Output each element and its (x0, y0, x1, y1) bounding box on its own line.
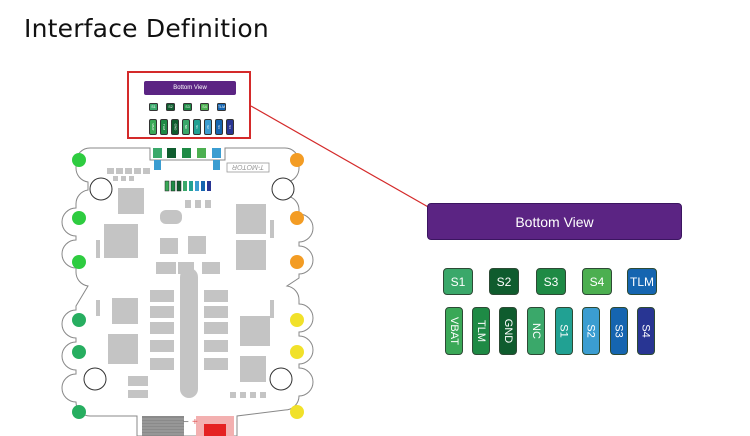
signal-pad (213, 160, 220, 170)
mini-pad-s3: S3 (183, 103, 192, 111)
solder-pad-right (290, 345, 304, 359)
signal-pad-s1 (153, 148, 162, 158)
pad-tlm: TLM (627, 268, 657, 295)
solder-pad-right (290, 405, 304, 419)
pin-s2: S2 (582, 307, 600, 355)
brand-logo (226, 162, 270, 173)
pad-s1: S1 (443, 268, 473, 295)
mini-bottom-view-banner: Bottom View (144, 81, 236, 95)
solder-pad-right (290, 313, 304, 327)
solder-pad-left (72, 345, 86, 359)
mini-pin-s1: S1 (193, 119, 201, 135)
solder-pad-right (290, 255, 304, 269)
pin-gnd: GND (499, 307, 517, 355)
mini-pin-tlm: TLM (160, 119, 168, 135)
mini-pad-row: S1 S2 S3 S4 TLM (149, 103, 234, 111)
signal-pad-tlm (212, 148, 221, 158)
pin-header (164, 180, 211, 192)
signal-pad-s2 (167, 148, 176, 158)
solder-pad-right (290, 211, 304, 225)
solder-pad-left (72, 211, 86, 225)
pin-s1: S1 (555, 307, 573, 355)
mount-hole (271, 177, 295, 201)
callout-line (250, 105, 431, 209)
mount-hole (269, 367, 293, 391)
pcb-components (96, 168, 274, 398)
solder-pad-left (72, 405, 86, 419)
mini-pin-nc: NC (182, 119, 190, 135)
solder-pad-left (72, 255, 86, 269)
positive-pad (204, 424, 226, 436)
solder-pad-right (290, 153, 304, 167)
mini-pad-tlm: TLM (217, 103, 226, 111)
signal-pad (154, 160, 161, 170)
pad-s4: S4 (582, 268, 612, 295)
power-pads: − + (142, 416, 234, 436)
pad-s3: S3 (536, 268, 566, 295)
solder-pad-left (72, 153, 86, 167)
mini-pin-s4: S4 (226, 119, 234, 135)
pin-tlm: TLM (472, 307, 490, 355)
positive-label: + (192, 417, 198, 428)
mini-pin-s3: S3 (215, 119, 223, 135)
mini-pin-vbat: VBAT (149, 119, 157, 135)
mini-pad-s4: S4 (200, 103, 209, 111)
right-solder-pads (290, 153, 304, 419)
pad-s2: S2 (489, 268, 519, 295)
pin-s4: S4 (637, 307, 655, 355)
pin-nc: NC (527, 307, 545, 355)
page-title: Interface Definition (24, 14, 269, 43)
pin-s3: S3 (610, 307, 628, 355)
mini-pin-gnd: GND (171, 119, 179, 135)
signal-pad-s3 (182, 148, 191, 158)
mount-hole (89, 177, 113, 201)
mini-pad-s1: S1 (149, 103, 158, 111)
mini-pin-s2: S2 (204, 119, 212, 135)
signal-pad-s4 (197, 148, 206, 158)
mount-hole (83, 367, 107, 391)
pin-vbat: VBAT (445, 307, 463, 355)
mini-pad-s2: S2 (166, 103, 175, 111)
left-solder-pads (72, 153, 86, 419)
negative-label: − (183, 417, 189, 428)
bottom-view-banner: Bottom View (427, 203, 682, 240)
brand-logo-text: T-MOTOR (232, 163, 264, 170)
solder-pad-left (72, 313, 86, 327)
